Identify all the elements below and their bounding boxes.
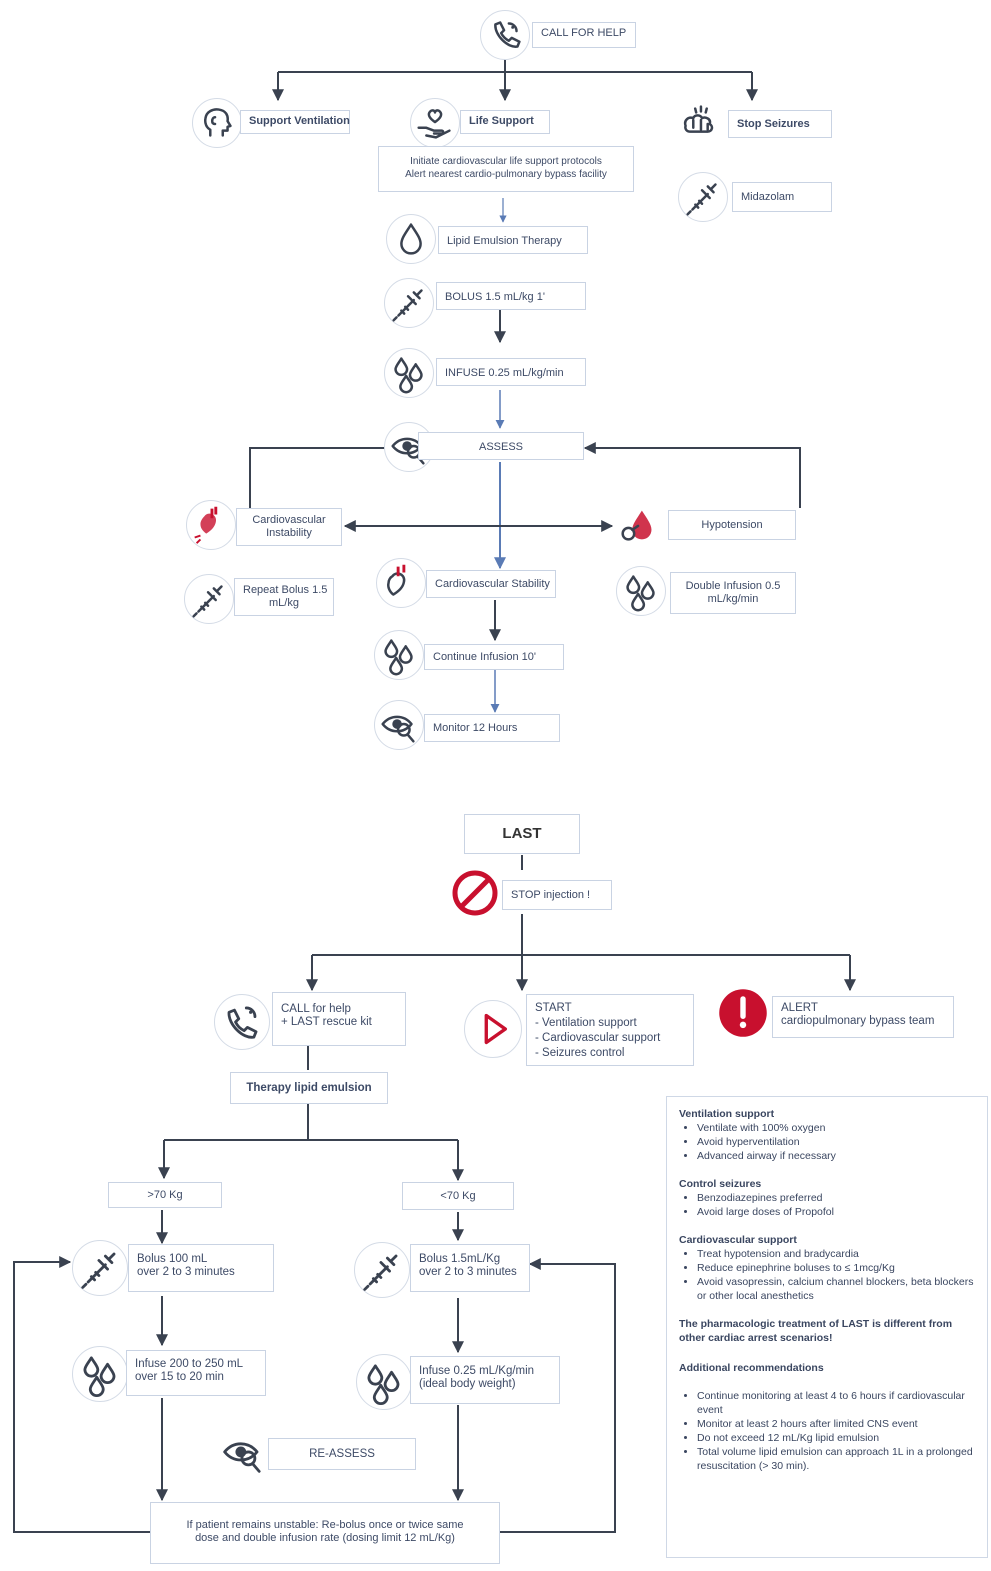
ventilation-title: Ventilation support (679, 1108, 775, 1120)
over-70-box: >70 Kg (108, 1182, 222, 1208)
list-item: Ventilate with 100% oxygen (697, 1121, 975, 1135)
drops-icon (384, 348, 434, 398)
hypotension-box: Hypotension (668, 510, 796, 540)
list-item: Avoid hyperventilation (697, 1135, 975, 1149)
monitor-box: Monitor 12 Hours (424, 714, 560, 742)
seizures-title: Control seizures (679, 1178, 762, 1190)
drop-icon (386, 214, 436, 264)
list-item: Treat hypotension and bradycardia (697, 1247, 975, 1261)
infuse-right-box: Infuse 0.25 mL/Kg/min(ideal body weight) (410, 1356, 560, 1404)
drops-icon (356, 1354, 412, 1410)
drops-icon (374, 630, 424, 680)
midazolam-box: Midazolam (732, 182, 832, 212)
play-icon (464, 1000, 522, 1058)
list-item: Advanced airway if necessary (697, 1149, 975, 1163)
seizures-list: Benzodiazepines preferred Avoid large do… (679, 1191, 975, 1219)
additional-list: Continue monitoring at least 4 to 6 hour… (679, 1389, 975, 1473)
list-item: Reduce epinephrine boluses to ≤ 1mcg/Kg (697, 1261, 975, 1275)
phone-icon (214, 994, 270, 1050)
brain-icon (675, 98, 725, 148)
infuse-box: INFUSE 0.25 mL/kg/min (436, 358, 586, 386)
reassess-box: RE-ASSESS (268, 1438, 416, 1470)
warning-text: The pharmacologic treatment of LAST is d… (679, 1318, 953, 1344)
continue-infusion-box: Continue Infusion 10' (424, 644, 564, 670)
syringe-icon (354, 1242, 410, 1298)
list-item: Benzodiazepines preferred (697, 1191, 975, 1205)
last-title: LAST (464, 814, 580, 854)
bolus-box: BOLUS 1.5 mL/kg 1' (436, 282, 586, 310)
heart-icon (376, 558, 426, 608)
syringe-icon (678, 172, 728, 222)
cardio-title: Cardiovascular support (679, 1234, 797, 1246)
eye-magnifier-icon (374, 700, 424, 750)
list-item: Do not exceed 12 mL/Kg lipid emulsion (697, 1431, 975, 1445)
heart-icon (186, 500, 236, 550)
lipid-emulsion-box: Lipid Emulsion Therapy (438, 226, 588, 254)
heart-hand-icon (410, 98, 460, 148)
assess-box: ASSESS (418, 432, 584, 460)
syringe-icon (384, 278, 434, 328)
recommendations-panel: Ventilation support Ventilate with 100% … (666, 1096, 988, 1558)
list-item: Monitor at least 2 hours after limited C… (697, 1417, 975, 1431)
list-item: Total volume lipid emulsion can approach… (697, 1445, 975, 1473)
alert-icon (716, 986, 770, 1040)
eye-magnifier-icon (216, 1426, 270, 1480)
syringe-icon (184, 574, 234, 624)
list-item: Avoid vasopressin, calcium channel block… (697, 1275, 975, 1303)
drops-icon (72, 1346, 128, 1402)
cardio-list: Treat hypotension and bradycardia Reduce… (679, 1247, 975, 1303)
drops-icon (616, 566, 666, 616)
life-support-note: Initiate cardiovascular life support pro… (378, 146, 634, 192)
ventilation-list: Ventilate with 100% oxygen Avoid hyperve… (679, 1121, 975, 1163)
additional-title: Additional recommendations (679, 1362, 824, 1374)
cardio-stability-box: Cardiovascular Stability (426, 570, 556, 598)
stop-icon (450, 868, 500, 918)
therapy-lipid-box: Therapy lipid emulsion (230, 1072, 388, 1104)
list-item: Continue monitoring at least 4 to 6 hour… (697, 1389, 975, 1417)
list-item: Avoid large doses of Propofol (697, 1205, 975, 1219)
head-icon (192, 98, 242, 148)
support-ventilation-box: Support Ventilation (240, 110, 350, 134)
stop-injection-box: STOP injection ! (502, 880, 612, 910)
under-70-box: <70 Kg (402, 1182, 514, 1210)
call-help-box: CALL for help+ LAST rescue kit (272, 992, 406, 1046)
start-box: START- Ventilation support- Cardiovascul… (526, 994, 694, 1066)
syringe-icon (72, 1240, 128, 1296)
unstable-box: If patient remains unstable: Re-bolus on… (150, 1502, 500, 1564)
call-for-help-box: CALL FOR HELP (532, 22, 636, 48)
blood-drop-icon (614, 500, 664, 550)
phone-icon (480, 10, 530, 60)
stop-seizures-box: Stop Seizures (728, 110, 832, 138)
life-support-box: Life Support (460, 110, 550, 134)
